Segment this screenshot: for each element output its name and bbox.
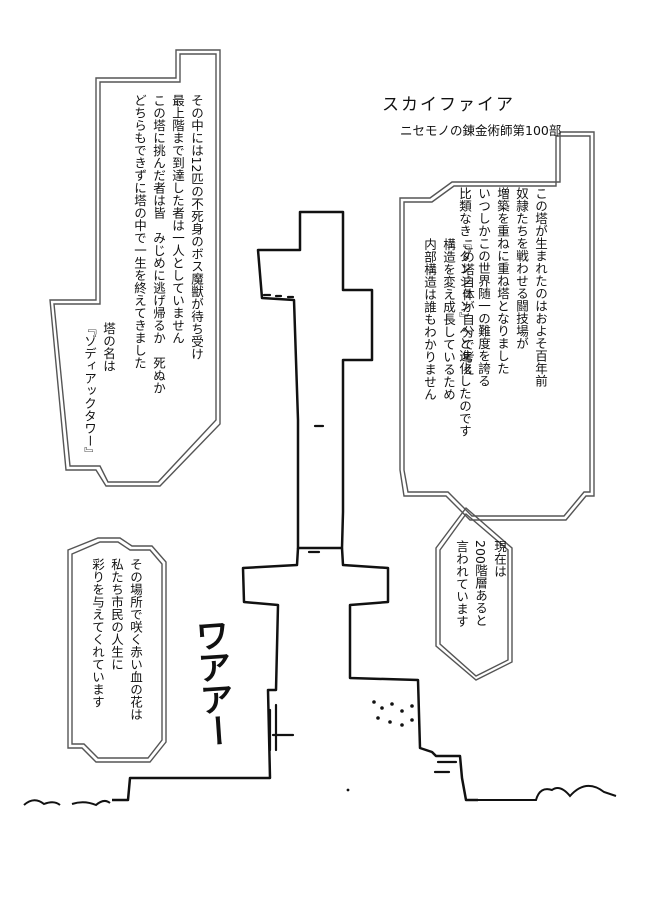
caption-line: 言われています (454, 540, 469, 628)
ground-right (478, 785, 617, 801)
caption-line: 現在は (492, 540, 507, 578)
tower-outline (256, 210, 374, 550)
stone-dots (372, 700, 414, 727)
caption-line: この塔に挑んだ者は皆 みじめに逃げ帰るか 死ぬか (151, 94, 166, 394)
caption-tower-name: 塔の名は 『ゾディアックタワー』 (80, 322, 118, 482)
caption-line: その中には12匹の不死身のボス魔獣が待ち受け (189, 94, 204, 360)
caption-structure: この塔自体が自分で考え 構造を変え成長しているため 内部構造は誰もわかりません (420, 238, 477, 468)
caption-line: 比類なき『ダンジョン』へと進化したのです (457, 187, 472, 437)
caption-line: 『ゾディアックタワー』 (82, 322, 97, 460)
caption-line: 奴隷たちを戦わせる闘技場が (514, 187, 529, 350)
page-title: スカイファイア (382, 95, 515, 115)
caption-flowers: その場所で咲く赤い血の花は 私たち市民の人生に 彩りを与えてくれています (88, 558, 145, 738)
caption-line: 構造を変え成長しているため (441, 238, 456, 401)
caption-floors: 現在は 200階層あると 言われています (452, 540, 509, 660)
caption-line: この塔が生まれたのはおよそ百年前 (533, 187, 548, 387)
caption-line: 私たち市民の人生に (109, 558, 124, 671)
caption-line: 彩りを与えてくれています (90, 558, 105, 708)
crowd-cheer-sfx: ワアアー (187, 616, 237, 748)
caption-line: 内部構造は誰もわかりません (422, 238, 437, 401)
caption-line: どちらもできずに塔の中で一生を終えてきました (132, 94, 147, 369)
caption-line: その場所で咲く赤い血の花は (128, 558, 143, 721)
caption-line: 塔の名は (101, 322, 116, 372)
caption-line: 最上階まで到達した者は一人としていません (170, 94, 185, 344)
caption-line: 増築を重ねに重ね塔となりました (495, 187, 510, 375)
page-subtitle: ニセモノの錬金術師第100部 (400, 123, 562, 138)
ground-left (23, 799, 111, 807)
caption-line: いつしかこの世界随一の難度を誇る (476, 187, 491, 387)
caption-bosses: その中には12匹の不死身のボス魔獣が待ち受け 最上階まで到達した者は一人としてい… (130, 94, 206, 434)
tower-lower-outline (112, 547, 478, 802)
caption-line: 200階層あると (473, 540, 488, 627)
caption-frames (49, 49, 595, 763)
caption-intro: この塔が生まれたのはおよそ百年前 奴隷たちを戦わせる闘技場が 増築を重ねに重ね塔… (455, 187, 550, 487)
tower-windows (262, 293, 458, 774)
caption-line: この塔自体が自分で考え (460, 238, 475, 376)
